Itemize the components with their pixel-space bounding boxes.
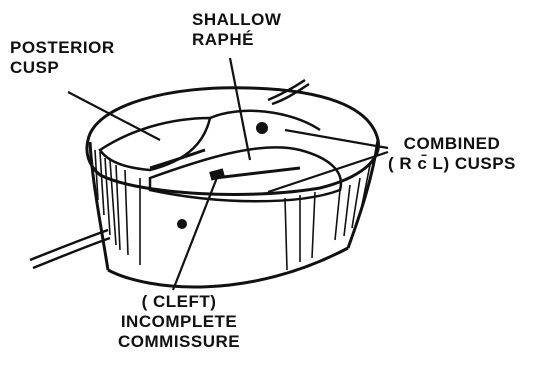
label-cleft-commissure: ( CLEFT) INCOMPLETE COMMISSURE bbox=[118, 292, 240, 352]
coronary-ostium-lower bbox=[177, 219, 187, 229]
coronary-ostium-upper bbox=[256, 122, 268, 134]
combined-cusp-shape bbox=[150, 111, 341, 201]
leader-combined-upper bbox=[285, 130, 388, 148]
label-posterior-cusp: POSTERIOR CUSP bbox=[10, 38, 115, 78]
aortic-wall bbox=[87, 88, 379, 287]
label-combined-cusps: COMBINED ( R c̄ L) CUSPS bbox=[388, 134, 516, 174]
coronary-vessels bbox=[30, 80, 309, 268]
leader-shallow-raphe bbox=[230, 58, 250, 160]
label-shallow-raphe: SHALLOW RAPHÉ bbox=[192, 10, 281, 50]
